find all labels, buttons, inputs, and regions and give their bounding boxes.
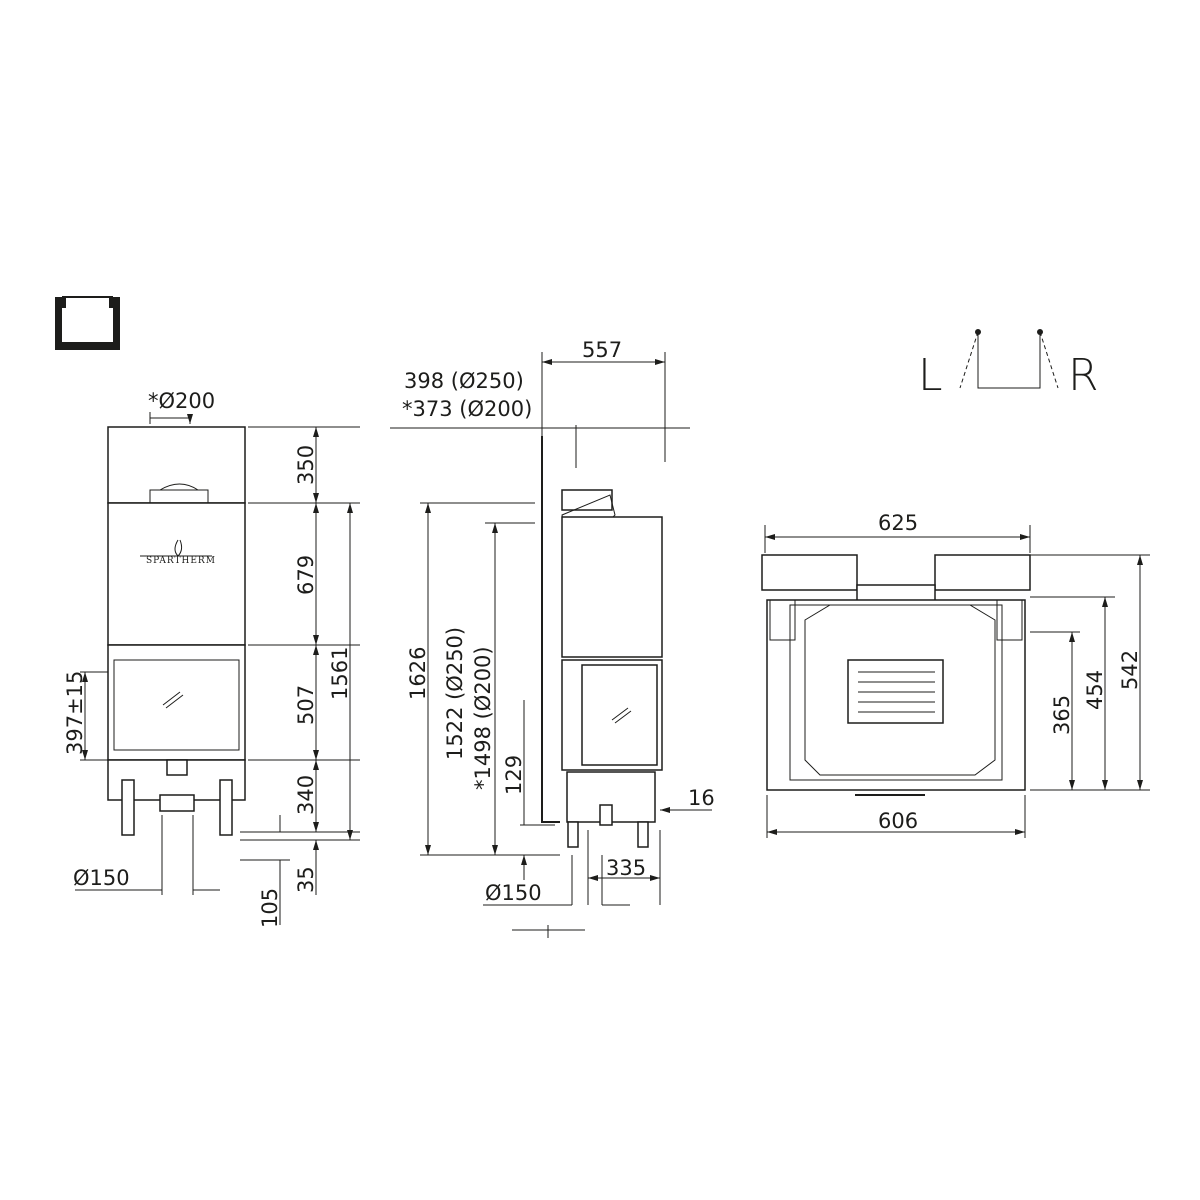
- side-dim-1522: 1522 (Ø250): [443, 627, 467, 760]
- side-dim-16: 16: [688, 786, 715, 810]
- front-dim-679: 679: [294, 555, 318, 595]
- top-dim-606: 606: [878, 809, 918, 833]
- top-dim-542: 542: [1118, 650, 1142, 690]
- side-view: 557 398 (Ø250) *373 (Ø200) 1626 1522 (Ø2…: [390, 338, 715, 938]
- right-label: R: [1068, 350, 1099, 401]
- front-air-inlet: Ø150: [73, 866, 130, 890]
- side-dim-1626: 1626: [406, 647, 430, 700]
- top-dim-625: 625: [878, 511, 918, 535]
- side-air-inlet: Ø150: [485, 881, 542, 905]
- side-flue-offset-250: 398 (Ø250): [404, 369, 524, 393]
- front-dim-1561: 1561: [328, 647, 352, 700]
- front-dim-105: 105: [258, 888, 282, 928]
- front-dim-397: 397±15: [63, 671, 87, 755]
- front-dim-507: 507: [294, 685, 318, 725]
- corner-type-icon: [55, 296, 120, 350]
- side-dim-129: 129: [502, 755, 526, 795]
- side-dim-335: 335: [606, 856, 646, 880]
- side-dim-557: 557: [582, 338, 622, 362]
- front-dim-35: 35: [294, 866, 318, 893]
- front-view: SPARTHERM *Ø200 350 679 507 340 1561 397…: [63, 389, 360, 928]
- front-flue-diameter: *Ø200: [148, 389, 215, 413]
- front-dim-340: 340: [294, 775, 318, 815]
- top-dim-454: 454: [1083, 670, 1107, 710]
- front-dim-350: 350: [294, 445, 318, 485]
- brand-logo: SPARTHERM: [146, 556, 216, 566]
- side-flue-offset-200: *373 (Ø200): [402, 397, 532, 421]
- left-label: L: [918, 350, 943, 401]
- top-dim-365: 365: [1050, 695, 1074, 735]
- left-right-orientation-icon: L R: [918, 329, 1099, 401]
- top-view: 625 606 365 454 542: [761, 511, 1150, 838]
- side-dim-1498: *1498 (Ø200): [471, 646, 495, 790]
